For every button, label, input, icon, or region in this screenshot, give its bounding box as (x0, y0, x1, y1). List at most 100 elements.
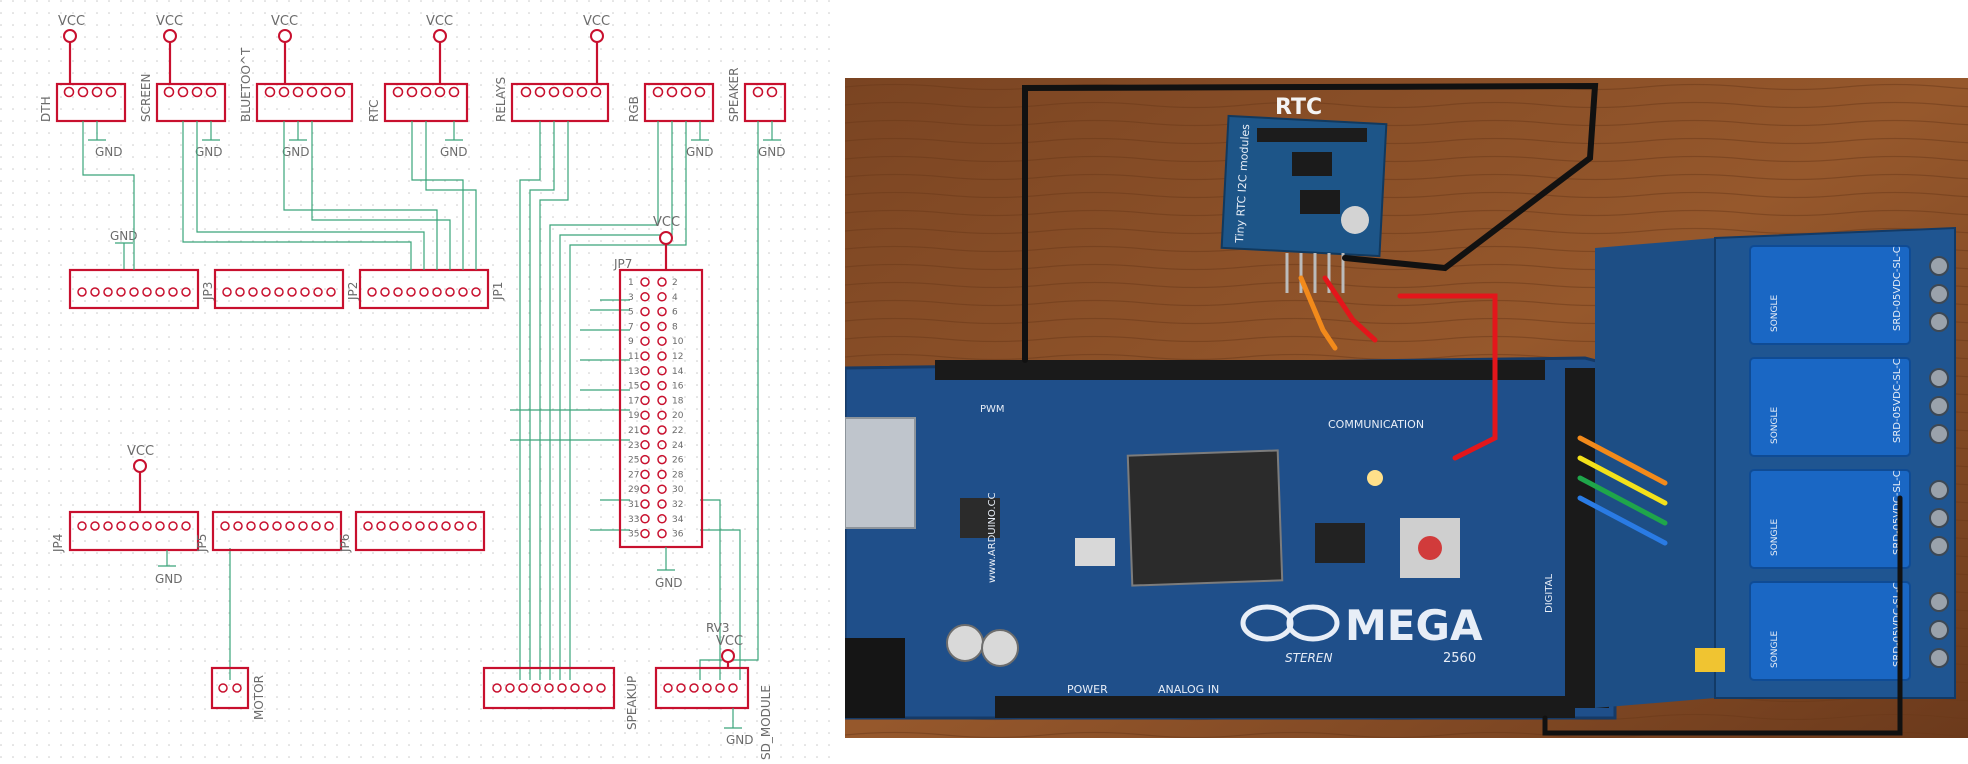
screw-terminal (1929, 536, 1949, 556)
screw-terminal (1929, 368, 1949, 388)
wire-orange-relay (1577, 435, 1668, 486)
jp4-label: JP4 (51, 534, 65, 553)
jp7-pin-label: 4 (672, 293, 678, 303)
jp7-pin (657, 277, 667, 287)
analog-label: ANALOG IN (1158, 683, 1219, 696)
jp7-pin-label: 30 (672, 485, 684, 495)
jp7-pin (657, 366, 667, 376)
jp7-pin-label: 18 (672, 396, 684, 406)
speakup-label: SPEAKUP (625, 676, 639, 730)
header-label-speaker: SPEAKER (727, 68, 741, 122)
jp7-pin-label: 25 (628, 456, 639, 466)
header-speaker: SPEAKER GND (727, 68, 787, 159)
header-label-rtc: RTC (367, 100, 381, 122)
jp6-label: JP6 (338, 534, 352, 553)
jp7-pin (657, 484, 667, 494)
gnd-label: GND (195, 145, 223, 159)
jp7-pin (657, 425, 667, 435)
jp7-pin-label: 11 (628, 352, 639, 362)
relay-brand: SONGLE (1770, 518, 1780, 556)
jp7-pin-label: 28 (672, 470, 684, 480)
vcc-label: VCC (716, 634, 743, 649)
jp7-pin (657, 528, 667, 539)
jp7-pin (640, 425, 650, 435)
bottom-headers: VCC JP4 GND JP5 JP6 MOTOR SPEAKUP RV3 VC… (51, 444, 773, 760)
header-label-relays: RELAYS (494, 77, 508, 122)
jp7-pin-label: 29 (628, 485, 640, 495)
vcc-label: VCC (271, 14, 298, 29)
jp7-pin-label: 14 (672, 367, 684, 377)
jp7-pin-label: 32 (672, 500, 683, 510)
vcc-label: VCC (583, 14, 610, 29)
jp7-pin-label: 12 (672, 352, 683, 362)
relay (1749, 469, 1911, 569)
jp7-pin (657, 380, 667, 391)
jp7-pin (640, 336, 650, 346)
motor-label: MOTOR (252, 675, 266, 720)
jp7-pin (657, 306, 667, 317)
wire-green-relay (1577, 475, 1668, 526)
jp7-pin (640, 440, 650, 450)
jp7-pin (657, 292, 667, 302)
jp7-pin-label: 24 (672, 441, 684, 451)
jp7-pin-label: 16 (672, 382, 684, 392)
jp5-label: JP5 (195, 534, 209, 553)
jp7-pin (640, 292, 650, 302)
jp7-pin-label: 31 (628, 500, 639, 510)
pwm-label: PWM (980, 404, 1005, 415)
relay-text: SRD-05VDC-SL-C (1892, 246, 1903, 331)
jp7-pin-label: 19 (628, 411, 640, 421)
jp1-label: JP1 (491, 282, 505, 301)
comm-label: COMMUNICATION (1328, 418, 1424, 431)
jp2-label: JP2 (346, 282, 360, 301)
jp7-pin-label: 27 (628, 470, 639, 480)
jp7-pin-label: 7 (628, 322, 634, 332)
wire-black-gnd (1542, 495, 1903, 736)
header-rtc: VCC RTC GND (367, 14, 469, 159)
jp7-pin-label: 3 (628, 293, 634, 303)
jp7-pin-label: 8 (672, 322, 678, 332)
jp7-pin (640, 395, 650, 406)
relay (1749, 357, 1911, 457)
relay (1749, 581, 1911, 681)
jp7-pin (640, 321, 650, 332)
arduino-site: www.ARDUINO.CC (987, 492, 998, 583)
gnd-label: GND (758, 145, 786, 159)
jp7-pin-label: 20 (672, 411, 684, 421)
jp7-label: JP7 (613, 257, 632, 271)
jp7-pin-label: 23 (628, 441, 639, 451)
wire-black-rtc (1022, 82, 1599, 363)
relay (1749, 245, 1911, 345)
relay-screw-terminals (1929, 256, 1949, 668)
rtc-module: RTC Tiny RTC I2C modules (1220, 95, 1388, 293)
digital-label: DIGITAL (1544, 573, 1555, 613)
screw-terminal (1929, 284, 1949, 304)
relay-brand: SONGLE (1770, 294, 1780, 332)
vcc-label: VCC (58, 14, 85, 29)
vcc-label: VCC (156, 14, 183, 29)
jp7-pin-label: 1 (628, 278, 634, 288)
jp7-pin (640, 366, 650, 376)
screw-terminal (1929, 648, 1949, 668)
arduino-model: 2560 (1443, 651, 1476, 666)
header-relays: VCC RELAYS (494, 14, 610, 123)
jp7-pin-label: 13 (628, 367, 639, 377)
jp7-pin-label: 9 (628, 337, 634, 347)
vcc-label: VCC (653, 215, 680, 230)
screw-terminal (1929, 592, 1949, 612)
relay-text: SRD-05VDC-SL-C (1892, 358, 1903, 443)
jp7-pin-label: 10 (672, 337, 684, 347)
jp3-label: JP3 (201, 282, 215, 301)
jp7-pin (640, 277, 650, 287)
screw-terminal (1929, 424, 1949, 444)
arduino-brand: MEGA (1345, 601, 1483, 650)
jp7-pin (640, 380, 650, 391)
jp7-pin-label: 35 (628, 530, 639, 540)
header-screen: VCC SCREEN GND (139, 14, 227, 159)
screw-terminal (1929, 312, 1949, 332)
jp7-pin (640, 469, 650, 480)
screw-terminal (1929, 480, 1949, 500)
arduino-maker: STEREN (1285, 651, 1332, 665)
jp7-pin-label: 22 (672, 426, 683, 436)
